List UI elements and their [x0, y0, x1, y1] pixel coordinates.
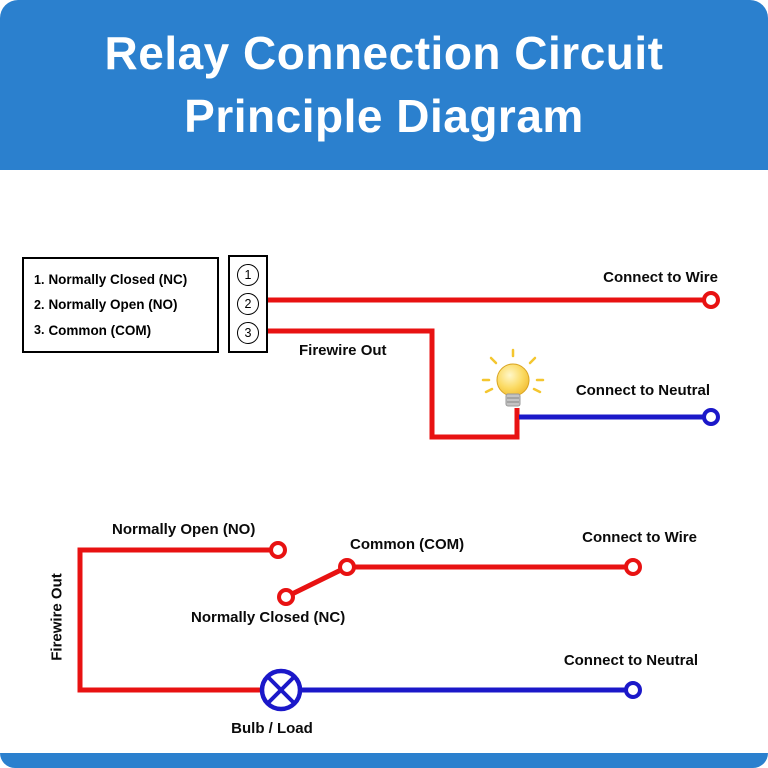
legend-num-3: 3.: [34, 323, 45, 338]
bottom-strip: [0, 753, 768, 768]
page-title-line2: Principle Diagram: [184, 90, 584, 142]
switch-assembly: [277, 558, 642, 606]
legend-item-nc: 1. Normally Closed (NC): [34, 272, 217, 287]
no-terminal: [269, 541, 287, 559]
light-bulb-icon: [481, 348, 545, 407]
normally-closed-label: Normally Closed (NC): [191, 609, 346, 626]
bottom-wire-terminal: [624, 558, 642, 576]
legend-num-1: 1.: [34, 272, 45, 287]
top-firewire-out-label: Firewire Out: [299, 342, 387, 359]
legend-label-3: Common (COM): [48, 322, 152, 338]
bulb-load-symbol: [259, 668, 303, 712]
legend-num-2: 2.: [34, 297, 45, 312]
bottom-connect-to-neutral-label: Connect to Neutral: [563, 652, 698, 669]
bottom-neutral-wire: [302, 681, 642, 699]
terminal-pin-3: 3: [237, 321, 259, 344]
legend-item-no: 2. Normally Open (NO): [34, 297, 217, 312]
legend-item-com: 3. Common (COM): [34, 323, 217, 338]
legend-label-2: Normally Open (NO): [48, 297, 178, 313]
nc-terminal: [277, 588, 295, 606]
title-banner: Relay Connection Circuit Principle Diagr…: [0, 0, 768, 170]
top-wire-terminal: [702, 291, 720, 309]
top-live-wire-no: [268, 291, 720, 309]
bulb-load-label: Bulb / Load: [231, 720, 313, 737]
relay-pin-legend: 1. Normally Closed (NC) 2. Normally Open…: [22, 257, 219, 353]
terminal-pin-2: 2: [237, 292, 259, 315]
top-connect-to-neutral-label: Connect to Neutral: [575, 382, 710, 399]
terminal-pin-1: 1: [237, 264, 259, 287]
top-connect-to-wire-label: Connect to Wire: [603, 269, 718, 286]
bottom-firewire-out-label: Firewire Out: [48, 573, 66, 661]
normally-open-label: Normally Open (NO): [112, 521, 256, 538]
top-neutral-terminal: [702, 408, 720, 426]
page-title-line1: Relay Connection Circuit: [104, 27, 664, 79]
top-neutral-wire: [519, 408, 720, 426]
common-terminal: [338, 558, 356, 576]
relay-terminal-block: 1 2 3: [228, 255, 268, 353]
legend-label-1: Normally Closed (NC): [48, 272, 188, 288]
bottom-neutral-terminal: [624, 681, 642, 699]
bottom-connect-to-wire-label: Connect to Wire: [582, 529, 697, 546]
common-label: Common (COM): [350, 536, 465, 553]
